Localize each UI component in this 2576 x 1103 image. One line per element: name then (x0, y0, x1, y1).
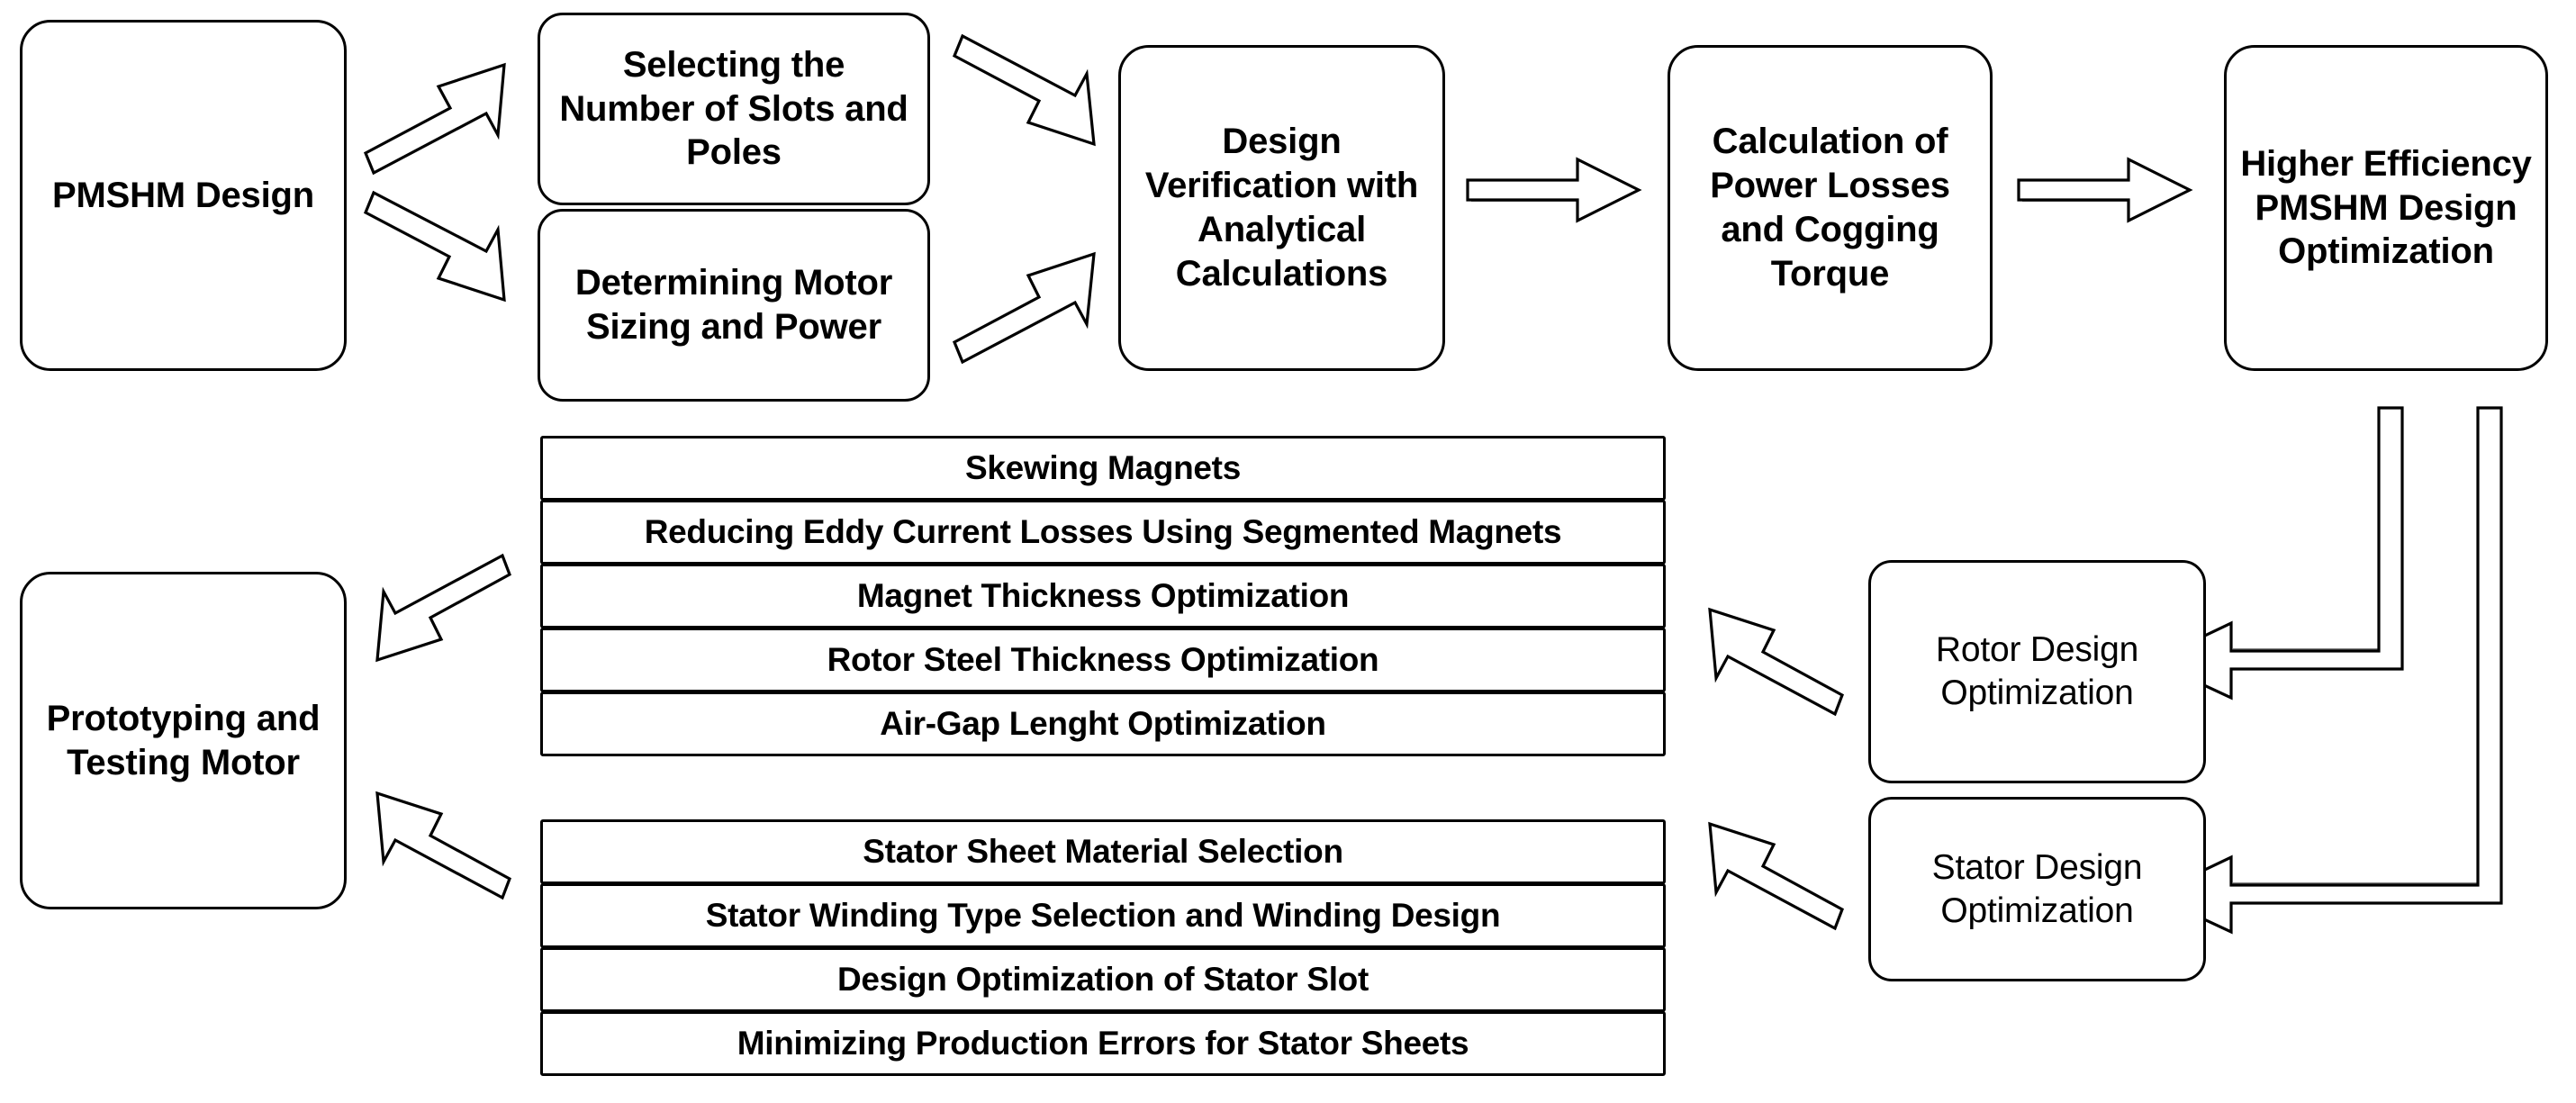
node-selecting-slots-poles-label: Selecting the Number of Slots and Poles (559, 44, 908, 173)
rotor-list-item[interactable]: Magnet Thickness Optimization (540, 564, 1666, 628)
rotor-list-item[interactable]: Reducing Eddy Current Losses Using Segme… (540, 500, 1666, 565)
node-higher-efficiency-optimization[interactable]: Higher Efficiency PMSHM Design Optimizat… (2224, 45, 2548, 371)
stator-list-item[interactable]: Stator Sheet Material Selection (540, 819, 1666, 884)
node-stator-design-optimization[interactable]: Stator Design Optimization (1868, 797, 2206, 981)
connector-pmshm-to-sizing (363, 190, 506, 303)
node-determining-motor-sizing[interactable]: Determining Motor Sizing and Power (538, 209, 930, 402)
node-power-losses-cogging-torque-label: Calculation of Power Losses and Cogging … (1710, 122, 1950, 294)
connector-statorlist-to-prototyping (375, 791, 511, 900)
connector-rotorlist-to-prototyping (375, 553, 511, 663)
rotor-list-item[interactable]: Rotor Steel Thickness Optimization (540, 628, 1666, 692)
rotor-list-item[interactable]: Air-Gap Lenght Optimization (540, 692, 1666, 756)
node-rotor-design-optimization[interactable]: Rotor Design Optimization (1868, 560, 2206, 783)
connector-slots-to-verification (952, 33, 1096, 147)
stator-list-item-label: Minimizing Production Errors for Stator … (737, 1025, 1469, 1062)
rotor-list-item-label: Air-Gap Lenght Optimization (880, 705, 1326, 742)
node-design-verification-label: Design Verification with Analytical Calc… (1144, 122, 1419, 294)
node-pmshm-design-label: PMSHM Design (52, 175, 314, 215)
node-prototyping-testing-motor[interactable]: Prototyping and Testing Motor (20, 572, 347, 909)
stator-list-item-label: Stator Sheet Material Selection (863, 833, 1343, 870)
connector-verification-to-losses (1466, 157, 1642, 223)
node-determining-motor-sizing-label: Determining Motor Sizing and Power (574, 263, 893, 347)
rotor-list-item-label: Rotor Steel Thickness Optimization (827, 641, 1379, 678)
connector-losses-to-efficiency (2017, 157, 2193, 223)
connector-pmshm-to-slots (363, 62, 506, 176)
node-stator-design-optimization-label: Stator Design Optimization (1931, 847, 2143, 930)
stator-list-item[interactable]: Minimizing Production Errors for Stator … (540, 1011, 1666, 1076)
node-pmshm-design[interactable]: PMSHM Design (20, 20, 347, 371)
connector-rotor-to-rotorlist (1708, 607, 1844, 717)
node-prototyping-testing-motor-label: Prototyping and Testing Motor (46, 698, 321, 782)
node-power-losses-cogging-torque[interactable]: Calculation of Power Losses and Cogging … (1668, 45, 1993, 371)
node-higher-efficiency-optimization-label: Higher Efficiency PMSHM Design Optimizat… (2240, 143, 2532, 272)
node-selecting-slots-poles[interactable]: Selecting the Number of Slots and Poles (538, 13, 930, 205)
connector-stator-to-statorlist (1708, 821, 1844, 931)
rotor-list-item-label: Reducing Eddy Current Losses Using Segme… (644, 513, 1562, 550)
rotor-list-item[interactable]: Skewing Magnets (540, 436, 1666, 501)
rotor-list-item-label: Magnet Thickness Optimization (856, 577, 1350, 614)
rotor-list-item-label: Skewing Magnets (965, 449, 1241, 486)
node-rotor-design-optimization-label: Rotor Design Optimization (1935, 630, 2139, 712)
node-design-verification[interactable]: Design Verification with Analytical Calc… (1118, 45, 1445, 371)
connector-sizing-to-verification (952, 251, 1096, 365)
stator-list-item-label: Design Optimization of Stator Slot (836, 961, 1369, 998)
stator-list-item[interactable]: Design Optimization of Stator Slot (540, 947, 1666, 1012)
stator-list-item-label: Stator Winding Type Selection and Windin… (705, 897, 1501, 934)
stator-list-item[interactable]: Stator Winding Type Selection and Windin… (540, 883, 1666, 948)
